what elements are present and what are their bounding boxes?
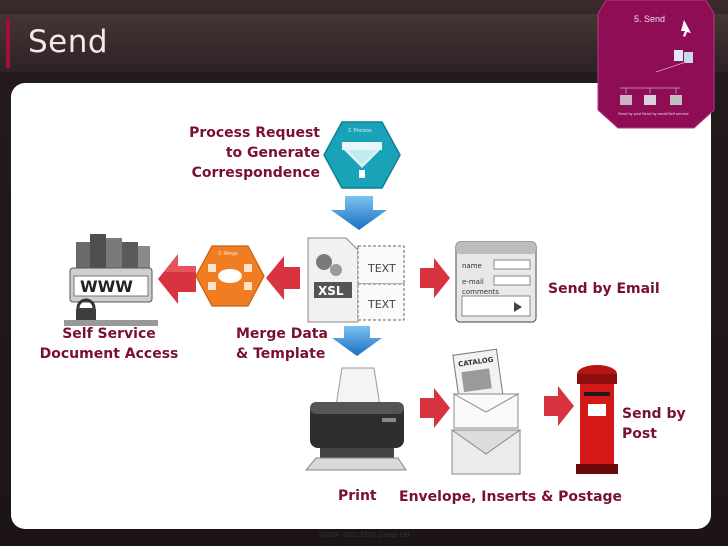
template-document-icon: XSL TEXT TEXT: [307, 237, 405, 323]
nav-hex-label: 5. Send: [634, 14, 665, 24]
process-hex-icon: 2. Process: [323, 121, 401, 189]
postbox-icon: [576, 365, 618, 474]
email-form-comments: comments: [462, 288, 499, 296]
email-form-icon: name e-mail comments: [455, 241, 537, 323]
nav-hex-item-email: Send by email: [642, 111, 667, 116]
email-form-email: e-mail: [462, 278, 484, 286]
process-request-label: Process Request to Generate Corresponden…: [180, 123, 320, 183]
send-by-post-line-2: Post: [622, 426, 657, 442]
nav-hex-item-self-service: Self service: [668, 111, 689, 116]
arrow-down-2-icon: [332, 326, 382, 356]
merge-data-line-1: Merge Data: [236, 326, 328, 342]
xsl-text: XSL: [318, 284, 344, 298]
process-request-line-3: Correspondence: [191, 165, 320, 181]
title-accent: [6, 18, 10, 68]
merge-hex-label: 3. Merge: [218, 251, 238, 257]
arrow-right-1-icon: [420, 258, 450, 298]
web-server-icon: WWW: [64, 234, 158, 326]
send-by-post-label: Send by Post: [622, 404, 686, 444]
send-by-email-label: Send by Email: [548, 281, 660, 297]
envelope-inserts-postage-label: Envelope, Inserts & Postage: [399, 489, 623, 505]
arrow-right-3-icon: [544, 386, 574, 426]
self-service-line-1: Self Service: [62, 326, 156, 342]
self-service-line-2: Document Access: [39, 346, 179, 362]
send-by-post-line-1: Send by: [622, 406, 686, 422]
text-2: TEXT: [367, 298, 396, 311]
process-hex-label: 2. Process: [348, 128, 372, 134]
email-form-name: name: [462, 262, 482, 270]
arrow-right-2-icon: [420, 388, 450, 428]
www-text: WWW: [80, 277, 133, 296]
arrow-left-2-icon: [266, 256, 300, 300]
slide-title: Send: [28, 24, 109, 60]
footer-copyright: ©2004 -2011 EDM Group Ltd: [318, 532, 410, 539]
merge-data-line-2: & Template: [236, 346, 326, 362]
nav-hex-item-post: Send by post: [618, 111, 642, 116]
print-label: Print: [338, 488, 377, 504]
merge-hex-icon: 3. Merge: [195, 245, 265, 307]
self-service-label: Self Service Document Access: [36, 324, 182, 364]
nav-hex-icon[interactable]: 5. Send Send by post Send by email Self …: [596, 0, 716, 130]
printer-icon: [304, 367, 407, 471]
arrow-left-1-icon: [158, 254, 196, 304]
process-request-line-2: to Generate: [225, 145, 320, 161]
arrow-down-1-icon: [331, 196, 387, 230]
envelope-inserts-icon: CATALOG: [450, 348, 522, 475]
text-1: TEXT: [367, 262, 396, 275]
merge-data-label: Merge Data & Template: [236, 324, 328, 364]
process-request-line-1: Process Request: [189, 125, 320, 141]
